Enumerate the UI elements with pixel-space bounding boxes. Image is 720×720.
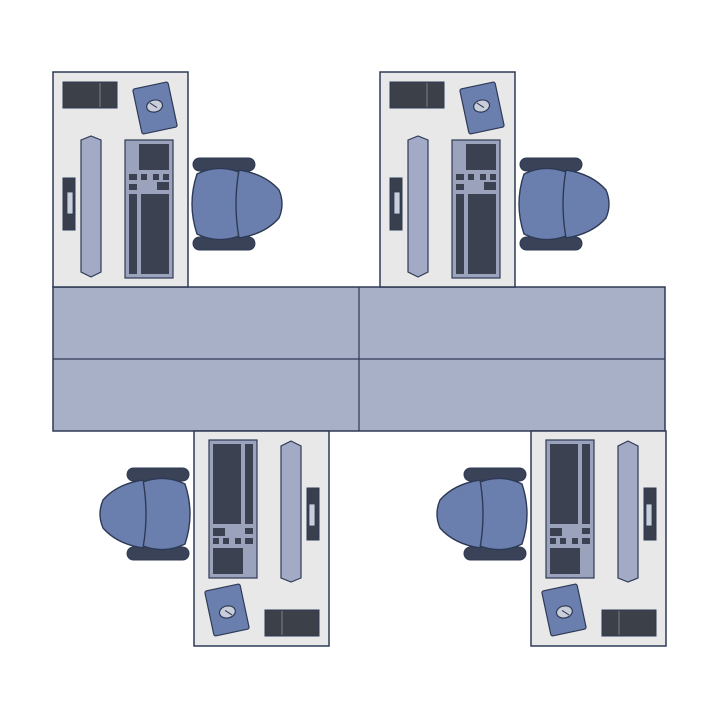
workstation-top-right bbox=[379, 71, 610, 288]
conference-table-icon bbox=[52, 286, 666, 432]
workstation-top-left bbox=[52, 71, 283, 288]
workstation-bottom-left bbox=[99, 430, 330, 647]
workstation-bottom-right bbox=[436, 430, 667, 647]
